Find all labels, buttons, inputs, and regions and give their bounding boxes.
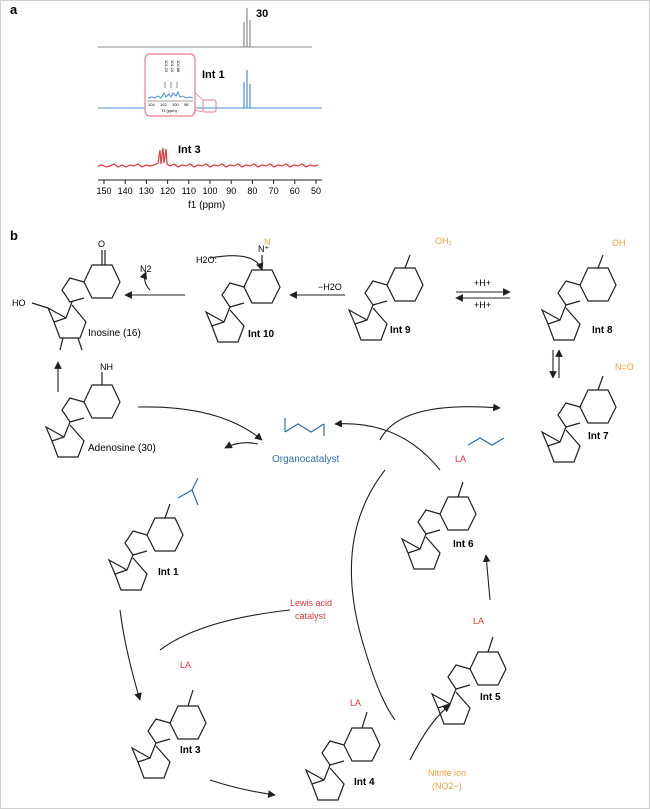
organocatalyst-label: Organocatalyst <box>272 454 339 465</box>
n2-label: N2 <box>140 264 152 274</box>
spectrum-label-30: 30 <box>256 8 268 20</box>
svg-text:101.10: 101.10 <box>170 60 175 73</box>
int4-la: LA <box>350 698 361 708</box>
plus-h-label-2: +H+ <box>474 300 491 310</box>
inosine-o: O <box>98 239 105 249</box>
int1-side-chain <box>177 477 199 506</box>
axis-tick-label: 50 <box>311 186 321 196</box>
adenosine-nh: NH <box>100 362 113 372</box>
int10-n2: N <box>264 237 271 247</box>
svg-text:100.88: 100.88 <box>176 60 181 73</box>
int7-no: N=O <box>615 362 634 372</box>
int6-glyoxal <box>467 437 505 446</box>
axis-tick-label: 110 <box>182 186 196 196</box>
axis-tick-label: 60 <box>290 186 300 196</box>
axis-tick-label: 100 <box>202 186 217 196</box>
int6-structure <box>400 481 477 570</box>
adenosine-label: Adenosine (30) <box>88 443 156 454</box>
inset-zoom: 101.23 101.10 100.88 104 102 100 98 f1 (… <box>144 53 196 117</box>
int6-la: LA <box>455 454 466 464</box>
int5-structure <box>430 636 507 725</box>
svg-text:104: 104 <box>148 102 155 107</box>
int1-structure <box>107 503 184 591</box>
spectrum-label-int1: Int 1 <box>202 69 225 81</box>
int9-structure <box>347 254 424 341</box>
minus-h2o-label: −H2O <box>318 282 342 292</box>
int8-label: Int 8 <box>592 325 613 336</box>
lewis-acid-label-1: Lewis acid <box>290 598 332 608</box>
int9-label: Int 9 <box>390 325 411 336</box>
ppm-axis-label: f1 (ppm) <box>188 200 225 211</box>
spectrum-int1: Int 1 <box>98 69 322 113</box>
spectrum-30: 30 <box>98 8 312 48</box>
int3-la: LA <box>180 660 191 670</box>
int9-oh2: OH₂ <box>435 236 453 246</box>
axis-tick-label: 70 <box>269 186 279 196</box>
int10-structure <box>204 255 281 343</box>
lewis-acid-label-2: catalyst <box>295 611 326 621</box>
int6-label: Int 6 <box>453 539 474 550</box>
int1-label: Int 1 <box>158 567 179 578</box>
svg-text:f1 (ppm): f1 (ppm) <box>162 108 178 113</box>
int10-n-plus: N⁺ <box>258 244 269 254</box>
organocatalyst-structure <box>284 418 325 436</box>
int3-structure <box>130 689 207 779</box>
inosine-structure <box>31 250 121 351</box>
int5-label: Int 5 <box>480 692 501 703</box>
axis-tick-label: 150 <box>96 186 111 196</box>
int7-label: Int 7 <box>588 431 609 442</box>
int3-label: Int 3 <box>180 745 201 756</box>
int8-oh: OH <box>612 238 626 248</box>
ppm-axis-ticks: 150 140 130 120 110 100 90 80 70 60 50 <box>96 180 321 196</box>
plus-h-label-1: +H+ <box>474 278 491 288</box>
spectrum-label-int3: Int 3 <box>178 144 201 156</box>
panel-a-label: a <box>10 2 18 17</box>
svg-text:98: 98 <box>184 102 189 107</box>
inosine-label: Inosine (16) <box>88 328 141 339</box>
h2o-label: H2O: <box>196 255 217 265</box>
svg-text:101.23: 101.23 <box>164 60 169 73</box>
reaction-arrows <box>54 255 563 798</box>
int4-label: Int 4 <box>354 777 375 788</box>
spectrum-int3: Int 3 <box>97 144 319 168</box>
axis-tick-label: 80 <box>247 186 257 196</box>
axis-tick-label: 140 <box>118 186 133 196</box>
panel-b-label: b <box>10 228 18 243</box>
int5-la: LA <box>473 616 484 626</box>
int4-structure <box>304 711 381 801</box>
nitrite-label-1: Nitrite ion <box>428 768 466 778</box>
int10-label: Int 10 <box>248 329 275 340</box>
zoom-box <box>202 99 217 113</box>
axis-tick-label: 90 <box>226 186 236 196</box>
int8-structure <box>540 254 617 341</box>
nitrite-label-2: (NO2−) <box>432 781 462 791</box>
inosine-ho: HO <box>12 298 26 308</box>
axis-tick-label: 130 <box>139 186 154 196</box>
int7-structure <box>540 375 617 463</box>
axis-tick-label: 120 <box>160 186 175 196</box>
svg-text:100: 100 <box>172 102 179 107</box>
adenosine-structure <box>44 372 121 458</box>
svg-text:102: 102 <box>160 102 167 107</box>
